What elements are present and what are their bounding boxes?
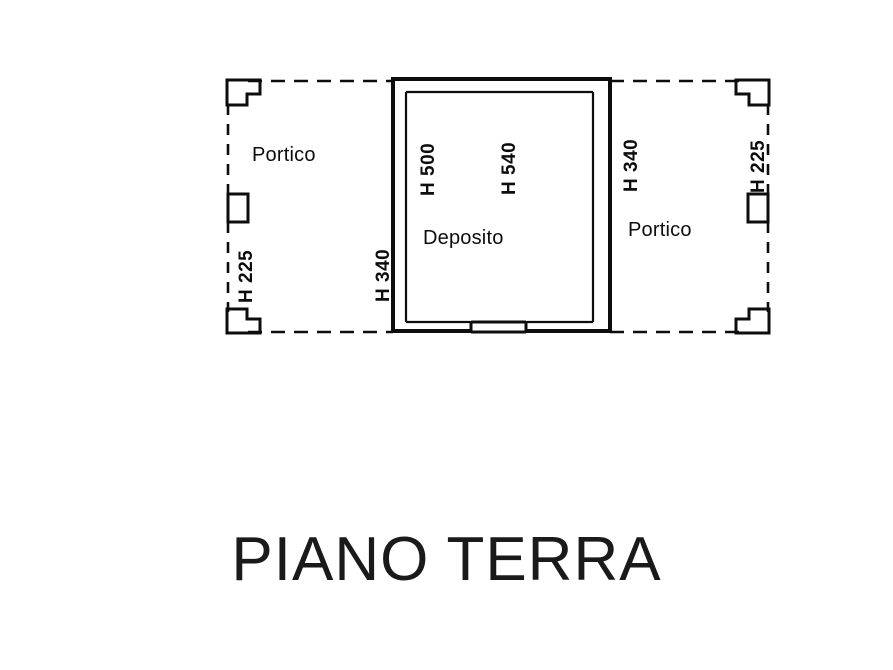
corner-column-top-right <box>734 78 771 107</box>
room-label-deposito: Deposito <box>423 227 504 249</box>
edge-pilaster-left <box>226 192 250 224</box>
corner-column-bottom-left <box>225 307 262 335</box>
deposito-door-opening <box>469 320 528 334</box>
deposito-outer-wall <box>391 77 612 333</box>
height-label-h500: H 500 <box>418 142 439 196</box>
height-label-h225-right: H 225 <box>748 139 769 193</box>
room-label-portico-left: Portico <box>252 144 316 166</box>
corner-column-top-left <box>225 78 262 107</box>
plan-title: PIANO TERRA <box>231 525 662 594</box>
room-label-portico-right: Portico <box>628 219 692 241</box>
corner-column-bottom-right <box>734 307 771 335</box>
height-label-h340-right: H 340 <box>621 138 642 192</box>
deposito-inner-wall <box>404 90 595 324</box>
edge-pilaster-right <box>746 192 770 224</box>
height-label-h540: H 540 <box>499 141 520 195</box>
height-label-h225-left: H 225 <box>236 249 257 303</box>
outer-boundary-dashed <box>226 79 770 334</box>
height-label-h340-left: H 340 <box>373 248 394 302</box>
